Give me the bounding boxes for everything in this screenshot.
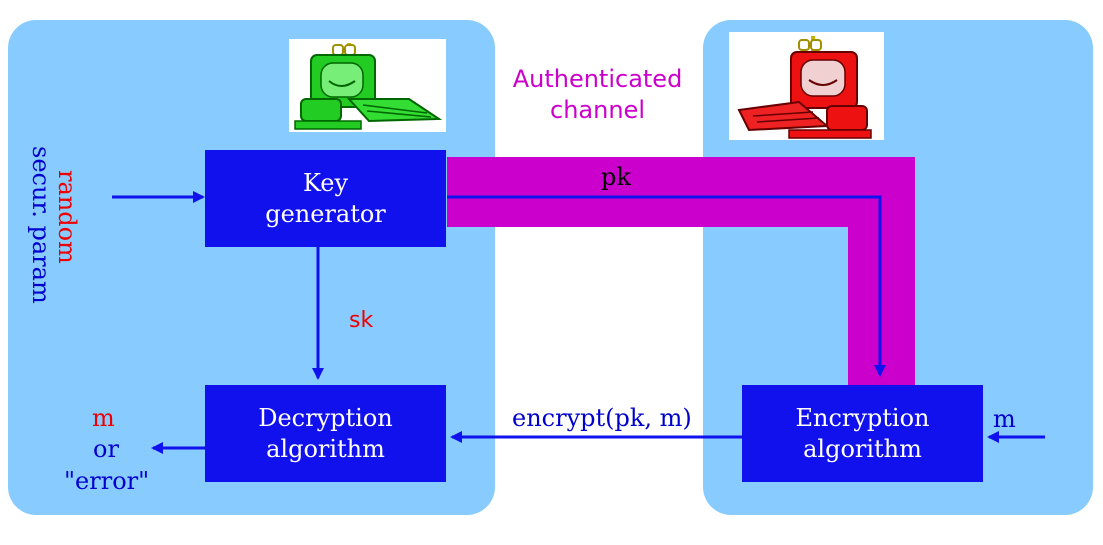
key-generator-box: Key generator bbox=[205, 150, 446, 247]
authenticated-channel-label: Authenticated channel bbox=[500, 64, 695, 126]
pk-label: pk bbox=[601, 163, 631, 191]
output-or-label: or bbox=[93, 435, 119, 463]
key-generator-line1: Key bbox=[302, 168, 349, 197]
key-generator-line2: generator bbox=[265, 199, 386, 228]
channel-label-line1: Authenticated bbox=[512, 65, 683, 93]
sk-label: sk bbox=[349, 308, 374, 333]
output-error-label: "error" bbox=[64, 467, 150, 495]
decryption-line1: Decryption bbox=[258, 403, 393, 432]
channel-label-line2: channel bbox=[550, 96, 645, 124]
decryption-line2: algorithm bbox=[266, 434, 385, 463]
authenticated-channel-band bbox=[447, 157, 915, 385]
pk-arrow bbox=[447, 195, 886, 377]
encryption-line1: Encryption bbox=[795, 403, 930, 432]
encryption-algorithm-box: Encryption algorithm bbox=[742, 385, 983, 482]
random-label: random bbox=[53, 170, 81, 264]
green-computer-user-icon bbox=[289, 39, 446, 132]
output-m-label: m bbox=[92, 404, 115, 432]
red-computer-user-icon bbox=[729, 32, 884, 140]
decryption-algorithm-box: Decryption algorithm bbox=[205, 385, 446, 482]
ciphertext-label: encrypt(pk, m) bbox=[512, 404, 692, 432]
message-input-label: m bbox=[993, 405, 1016, 433]
secur-param-label: secur. param bbox=[27, 146, 55, 304]
encryption-line2: algorithm bbox=[803, 434, 922, 463]
